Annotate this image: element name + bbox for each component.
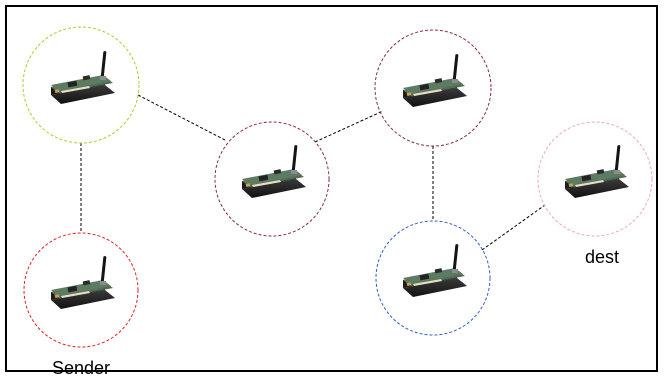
- sensor-mote-icon: [403, 243, 467, 297]
- node-ring-n1: [22, 26, 140, 144]
- node-ring-n3: [214, 121, 330, 237]
- node-n3: [214, 121, 330, 237]
- node-dest: [537, 121, 653, 237]
- node-sender: [23, 232, 139, 348]
- link-n1-n3: [137, 94, 226, 141]
- sensor-mote-icon: [403, 53, 467, 107]
- link-n3-n4: [314, 110, 384, 143]
- sensor-mote-icon: [51, 255, 115, 309]
- node-ring-n5: [375, 220, 491, 336]
- diagram-frame: [5, 5, 658, 372]
- node-ring-sender: [23, 232, 139, 348]
- node-ring-dest: [537, 121, 653, 237]
- link-n5-dest: [481, 204, 546, 251]
- node-n5: [375, 220, 491, 336]
- dest-label: dest: [585, 247, 620, 267]
- node-n1: [22, 26, 140, 144]
- sender-label: Sender: [52, 358, 111, 378]
- links-layer: [80, 94, 546, 251]
- node-n4: [374, 29, 492, 147]
- sensor-mote-icon: [242, 144, 306, 198]
- nodes-layer: [22, 26, 653, 348]
- node-ring-n4: [374, 29, 492, 147]
- sensor-mote-icon: [565, 144, 629, 198]
- sensor-mote-icon: [51, 50, 115, 104]
